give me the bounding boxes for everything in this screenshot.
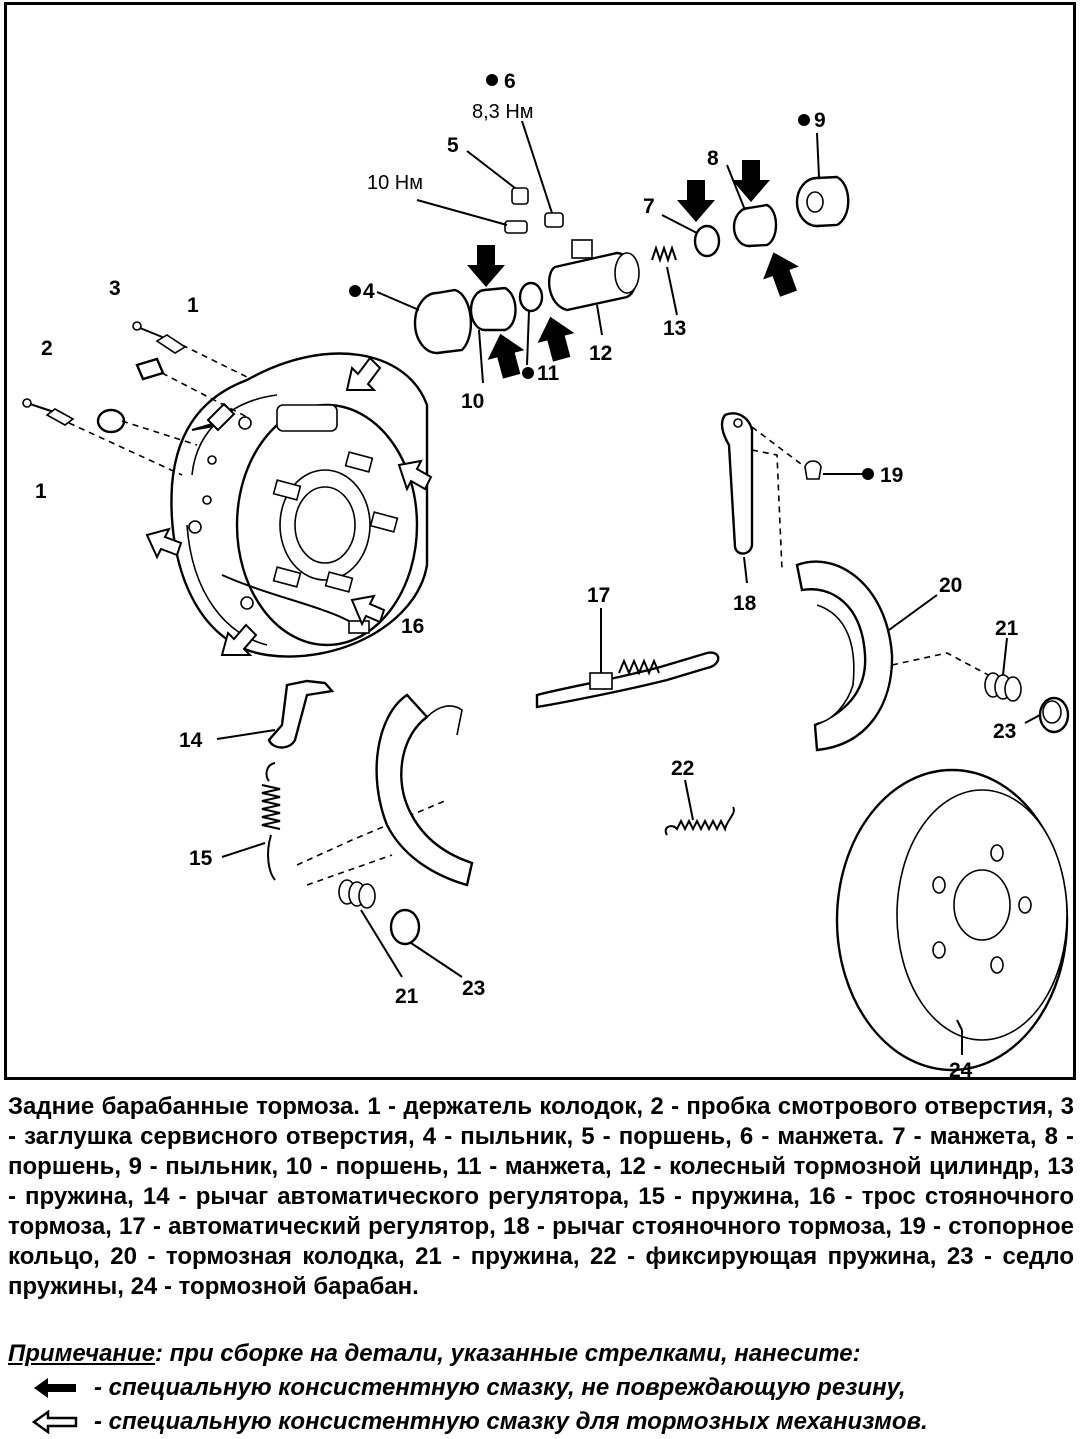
label-1a: 1 xyxy=(187,294,199,317)
service-plug xyxy=(135,357,165,381)
label-17: 17 xyxy=(587,584,610,607)
bolt-10nm xyxy=(504,220,528,234)
part-1-lower xyxy=(22,398,75,426)
auto-adjuster-17 xyxy=(535,651,720,709)
part-1-upper xyxy=(132,321,187,354)
brake-drum-24 xyxy=(835,768,1069,1072)
note-block: Примечание: при сборке на детали, указан… xyxy=(8,1337,1074,1439)
label-6-torque: 8,3 Нм xyxy=(472,101,534,123)
legend-white-text: - специальную консистентную смазку для т… xyxy=(94,1408,928,1435)
label-11: 11 xyxy=(537,362,560,385)
label-1b: 1 xyxy=(35,480,47,503)
label-6: 6 xyxy=(504,70,516,93)
label-21-right: 21 xyxy=(995,617,1019,640)
label-19: 19 xyxy=(880,464,903,487)
label-24: 24 xyxy=(949,1059,973,1077)
brake-exploded-diagram: 1 1 2 3 4 5 6 8,3 Нм 7 8 9 10 10 Нм 11 1… xyxy=(22,70,1070,1077)
label-14: 14 xyxy=(179,729,203,752)
note-text: : при сборке на детали, указанные стрелк… xyxy=(154,1340,861,1367)
retaining-spring-22 xyxy=(664,806,735,836)
legend-black-row: - специальную консистентную смазку, не п… xyxy=(8,1371,1074,1405)
retaining-ring-19 xyxy=(804,460,822,480)
label-12: 12 xyxy=(589,342,612,365)
label-7: 7 xyxy=(643,195,655,218)
dust-boot-9 xyxy=(795,175,850,228)
label-8: 8 xyxy=(707,147,719,170)
bleeder-5 xyxy=(511,187,529,205)
inspection-plug xyxy=(96,408,126,434)
parking-brake-cable xyxy=(221,574,368,631)
note-title: Примечание xyxy=(8,1340,155,1367)
label-3: 3 xyxy=(109,277,121,300)
spring-seat-23-right xyxy=(1038,696,1070,734)
label-21-left: 21 xyxy=(395,985,419,1008)
brake-shoe-20 xyxy=(795,560,894,752)
label-23-right: 23 xyxy=(993,720,1016,743)
label-10: 10 xyxy=(461,390,484,413)
label-23-left: 23 xyxy=(462,977,485,1000)
black-arrows xyxy=(467,160,799,379)
label-16: 16 xyxy=(401,615,424,638)
outline-arrow-icon xyxy=(32,1410,78,1434)
label-13: 13 xyxy=(663,317,686,340)
label-2: 2 xyxy=(41,337,53,360)
spring-21-left xyxy=(338,879,376,909)
spring-13 xyxy=(651,244,677,264)
piston-8 xyxy=(732,203,778,248)
cup-11 xyxy=(518,281,544,313)
backing-plate xyxy=(170,352,429,658)
figure-caption: Задние барабанные тормоза. 1 - держатель… xyxy=(8,1093,1074,1300)
parking-lever-18 xyxy=(720,412,754,555)
note-header: Примечание: при сборке на детали, указан… xyxy=(8,1337,1074,1371)
adjuster-lever-14 xyxy=(267,679,335,749)
figure-frame: 1 1 2 3 4 5 6 8,3 Нм 7 8 9 10 10 Нм 11 1… xyxy=(4,2,1076,1080)
legend-white-row: - специальную консистентную смазку для т… xyxy=(8,1405,1074,1439)
label-10-torque: 10 Нм xyxy=(367,172,423,194)
label-9: 9 xyxy=(814,109,826,132)
label-22: 22 xyxy=(671,757,694,780)
white-arrows-plate xyxy=(145,356,433,656)
dust-boot-4 xyxy=(413,288,473,355)
bleeder-6 xyxy=(544,212,564,228)
cup-7 xyxy=(693,224,721,258)
brake-shoe-left xyxy=(375,693,474,887)
piston-10 xyxy=(469,286,517,332)
wheel-cylinder-12 xyxy=(548,239,640,312)
label-15: 15 xyxy=(189,847,213,870)
spring-21-right xyxy=(984,672,1022,702)
label-18: 18 xyxy=(733,592,757,615)
label-5: 5 xyxy=(447,134,459,157)
spring-seat-23-left xyxy=(389,908,421,946)
filled-arrow-icon xyxy=(34,1378,76,1398)
legend-black-text: - специальную консистентную смазку, не п… xyxy=(94,1374,906,1401)
label-20: 20 xyxy=(939,574,962,597)
spring-15 xyxy=(261,762,281,881)
label-4: 4 xyxy=(363,280,375,303)
